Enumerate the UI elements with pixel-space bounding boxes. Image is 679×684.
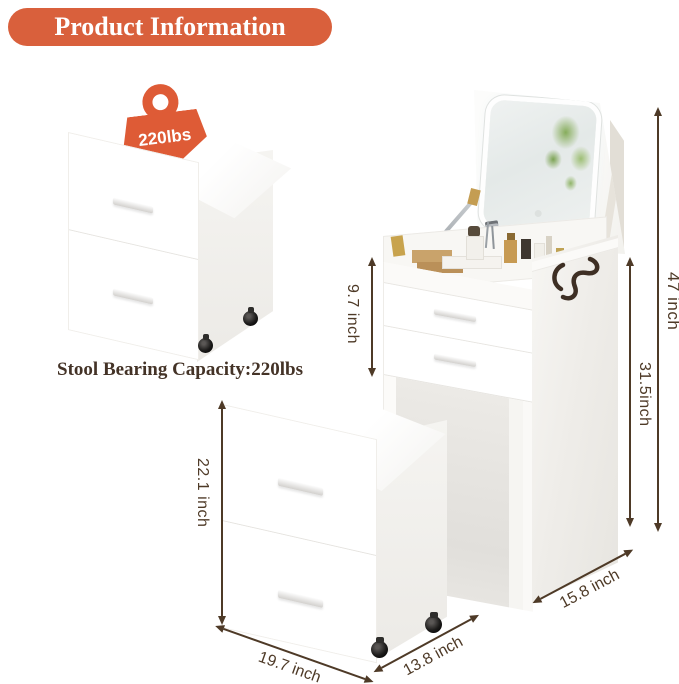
cosmetic-item bbox=[417, 262, 463, 273]
dimension-arrow-stool-height bbox=[218, 400, 226, 625]
page-title: Product Information bbox=[54, 12, 286, 41]
page-title-badge: Product Information bbox=[8, 8, 332, 46]
dimension-label-overall-height: 47 inch bbox=[664, 272, 679, 331]
drawer-handle bbox=[113, 288, 153, 305]
dimension-label-stool-height: 22.1 inch bbox=[194, 458, 211, 528]
drawer-handle bbox=[434, 353, 476, 368]
drawer-handle bbox=[278, 477, 323, 496]
stool-front-face bbox=[222, 404, 377, 664]
caster-wheel-icon bbox=[425, 612, 442, 633]
dimension-arrow-overall-height bbox=[654, 107, 662, 532]
drawer-handle bbox=[113, 197, 153, 214]
perfume-bottle bbox=[504, 240, 517, 263]
dimension-label-desk-height: 31.5inch bbox=[636, 362, 653, 427]
drawer-handle bbox=[278, 589, 323, 608]
dimension-arrow-desk-upper bbox=[368, 257, 376, 377]
caster-wheel-icon bbox=[198, 334, 213, 353]
led-mirror-icon bbox=[482, 99, 598, 233]
dimension-label-desk-upper: 9.7 inch bbox=[344, 284, 361, 345]
desk-inner-leg bbox=[523, 400, 533, 612]
dimension-arrow-desk-height bbox=[626, 257, 634, 527]
caster-wheel-icon bbox=[371, 637, 388, 658]
stool-capacity-caption: Stool Bearing Capacity:220lbs bbox=[57, 359, 303, 380]
caster-wheel-icon bbox=[243, 307, 258, 326]
brush-tips bbox=[468, 226, 480, 237]
desk-inner-leg bbox=[509, 398, 523, 610]
side-hook-icon bbox=[552, 256, 600, 301]
cosmetic-item bbox=[390, 235, 406, 257]
stool-front-face bbox=[68, 132, 199, 361]
cosmetic-bottle bbox=[546, 236, 552, 260]
brush-cup bbox=[466, 236, 484, 260]
weight-capacity-label: 220lbs bbox=[137, 124, 193, 150]
cosmetic-bottle bbox=[521, 239, 531, 259]
perfume-cap bbox=[507, 233, 515, 241]
drawer-handle bbox=[434, 308, 476, 323]
